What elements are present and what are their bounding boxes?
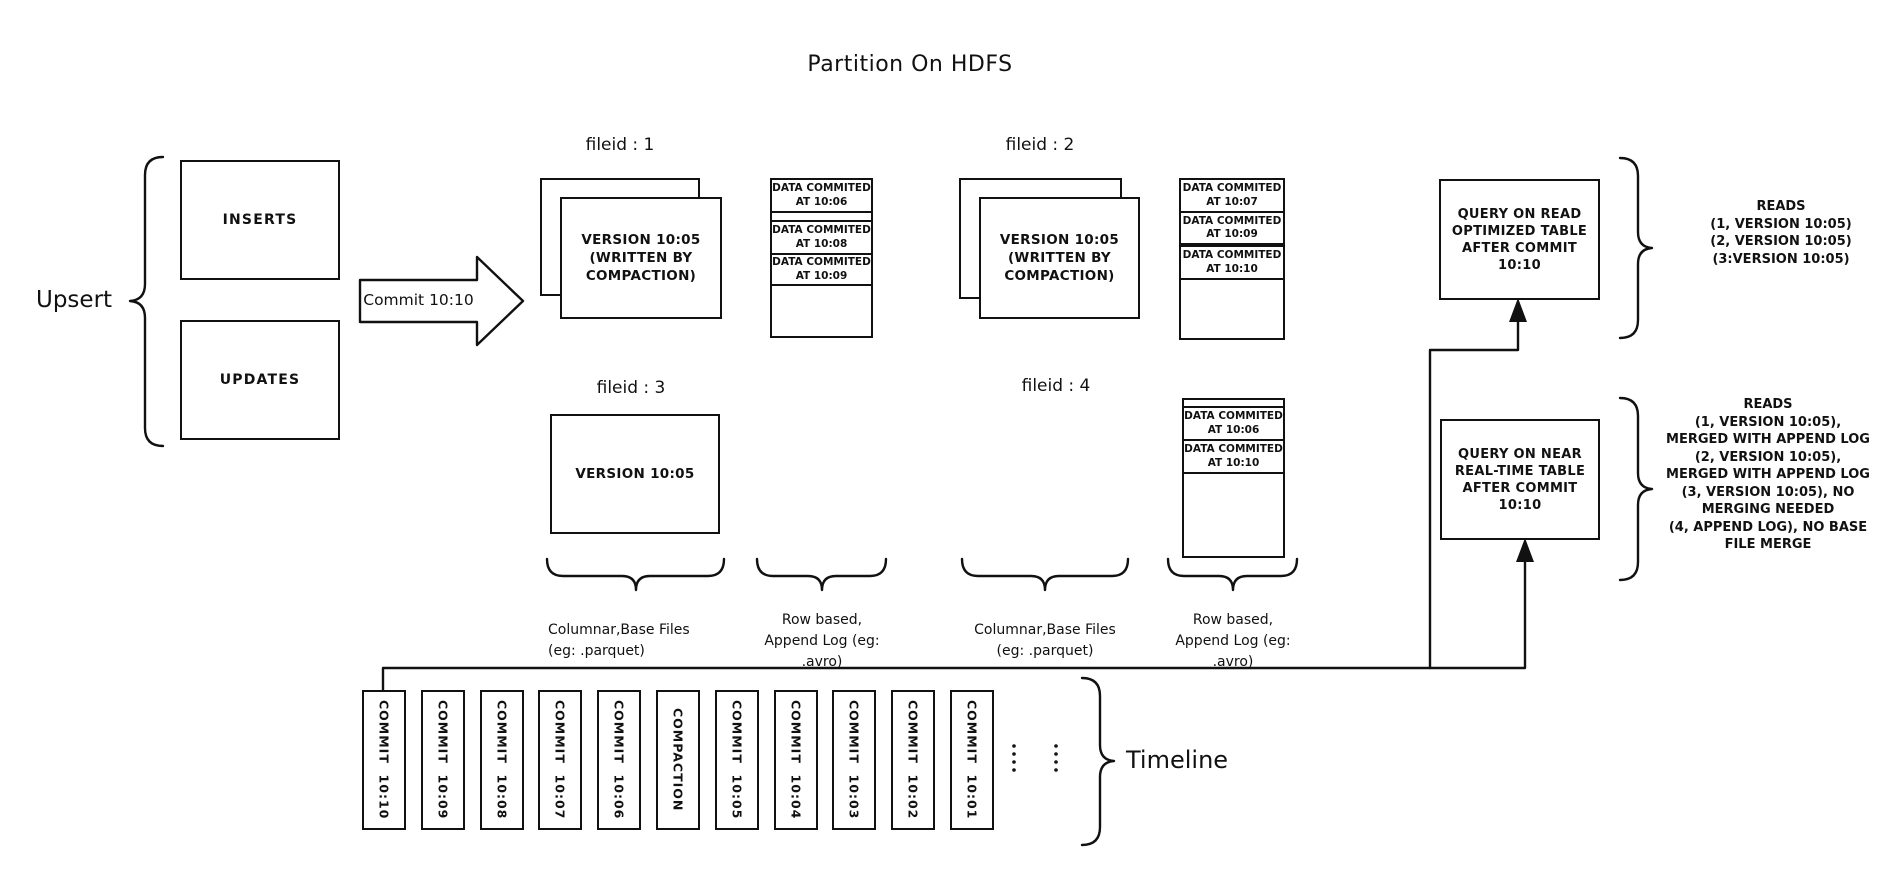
timeline-item: COMMIT 10:04 [774, 690, 818, 830]
rowbased-log-label-1: Row based, Append Log (eg: .avro) [764, 612, 880, 670]
log-row: DATA COMMITED AT 10:06 [772, 180, 871, 213]
log-row: DATA COMMITED AT 10:10 [1184, 441, 1283, 474]
rowbased-brace-1 [755, 557, 888, 592]
updates-label: UPDATES [219, 372, 301, 388]
timeline-label: Timeline [1126, 746, 1229, 774]
fileid-3-card: VERSION 10:05 [550, 414, 720, 534]
timeline-ellipsis [1012, 744, 1058, 772]
fileid-2-label: fileid : 2 [1005, 135, 1075, 155]
timeline-item: COMMIT 10:03 [832, 690, 876, 830]
timeline-item: COMPACTION [656, 690, 700, 830]
query-near-real-time-box: QUERY ON NEAR REAL-TIME TABLE AFTER COMM… [1440, 419, 1600, 540]
timeline-item: COMMIT 10:09 [421, 690, 465, 830]
query-read-optimized-text: QUERY ON READ OPTIMIZED TABLE AFTER COMM… [1451, 206, 1588, 273]
reads-summary-near-real-time: READS (1, VERSION 10:05), MERGED WITH AP… [1666, 397, 1870, 552]
timeline-item: COMMIT 10:01 [950, 690, 994, 830]
log-gap [772, 213, 871, 222]
log-empty-space [1181, 280, 1283, 338]
rowbased-log-label-2: Row based, Append Log (eg: .avro) [1175, 612, 1291, 670]
timeline-item: COMMIT 10:07 [538, 690, 582, 830]
inserts-box: INSERTS [180, 160, 340, 280]
query-near-real-time-text: QUERY ON NEAR REAL-TIME TABLE AFTER COMM… [1454, 446, 1586, 513]
log-row: DATA COMMITED AT 10:07 [1181, 180, 1283, 213]
columnar-brace-2 [960, 557, 1130, 592]
timeline-item: COMMIT 10:05 [715, 690, 759, 830]
fileid-2-base-text: VERSION 10:05 (WRITTEN BY COMPACTION) [999, 232, 1120, 284]
timeline-item: COMMIT 10:06 [597, 690, 641, 830]
timeline-item: COMMIT 10:02 [891, 690, 935, 830]
fileid-2-card: VERSION 10:05 (WRITTEN BY COMPACTION) [979, 197, 1140, 319]
fileid-1-label: fileid : 1 [585, 135, 655, 155]
reads-brace-1 [1618, 156, 1654, 340]
fileid-4-log: DATA COMMITED AT 10:06 DATA COMMITED AT … [1182, 398, 1285, 558]
log-row: DATA COMMITED AT 10:08 [772, 222, 871, 255]
upsert-brace [128, 155, 165, 448]
fileid-1-base-text: VERSION 10:05 (WRITTEN BY COMPACTION) [581, 232, 701, 284]
query-read-optimized-box: QUERY ON READ OPTIMIZED TABLE AFTER COMM… [1439, 179, 1600, 300]
columnar-files-label-2: Columnar,Base Files (eg: .parquet) [974, 622, 1116, 659]
timeline-item: COMMIT 10:08 [480, 690, 524, 830]
reads-brace-2 [1618, 396, 1654, 582]
arrowhead-read-optimized [1509, 298, 1527, 322]
updates-box: UPDATES [180, 320, 340, 440]
timeline-to-readoptimized-line [1428, 304, 1520, 670]
log-empty-space [1184, 474, 1283, 556]
reads-summary-read-optimized: READS (1, VERSION 10:05) (2, VERSION 10:… [1710, 199, 1852, 267]
fileid-1-card: VERSION 10:05 (WRITTEN BY COMPACTION) [560, 197, 722, 319]
fileid-2-log: DATA COMMITED AT 10:07 DATA COMMITED AT … [1179, 178, 1285, 340]
log-empty-space [772, 286, 871, 336]
log-row: DATA COMMITED AT 10:06 [1184, 408, 1283, 441]
upsert-label: Upsert [36, 287, 113, 313]
log-row: DATA COMMITED AT 10:09 [1181, 213, 1283, 245]
fileid-3-label: fileid : 3 [596, 378, 666, 398]
arrowhead-near-real-time [1516, 538, 1534, 562]
fileid-4-label: fileid : 4 [1021, 376, 1091, 396]
log-row: DATA COMMITED AT 10:10 [1181, 245, 1283, 280]
commit-arrow-label: Commit 10:10 [363, 291, 474, 309]
fileid-3-base-text: VERSION 10:05 [575, 466, 695, 482]
timeline-brace [1080, 676, 1116, 847]
timeline-item: COMMIT 10:10 [362, 690, 406, 830]
inserts-label: INSERTS [222, 212, 298, 228]
page-title: Partition On HDFS [807, 52, 1013, 77]
rowbased-brace-2 [1166, 557, 1299, 592]
timeline-to-nearrealtime-line [381, 544, 1527, 692]
commit-arrow [358, 255, 525, 347]
log-gap [1184, 400, 1283, 408]
columnar-brace-1 [545, 557, 726, 592]
fileid-1-log: DATA COMMITED AT 10:06 DATA COMMITED AT … [770, 178, 873, 338]
log-row: DATA COMMITED AT 10:09 [772, 255, 871, 286]
columnar-files-label-1: Columnar,Base Files (eg: .parquet) [548, 622, 690, 659]
